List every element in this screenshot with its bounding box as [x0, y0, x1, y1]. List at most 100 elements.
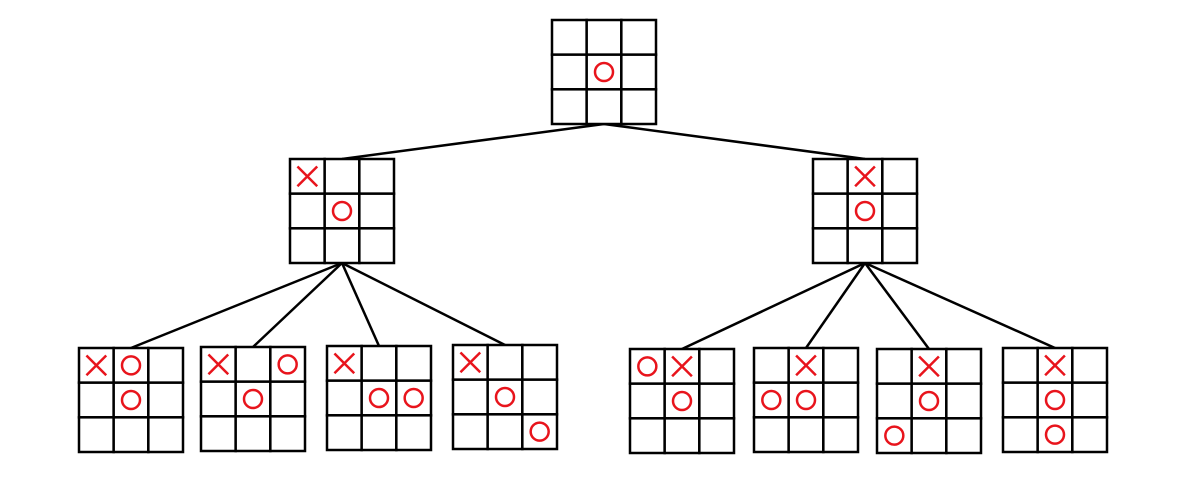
board-cell — [628, 382, 666, 420]
x-mark-icon — [854, 165, 876, 188]
board-cell — [822, 381, 860, 419]
edge-b-b4 — [864, 261, 1056, 350]
board-cell — [881, 192, 919, 230]
board-cell — [822, 346, 860, 384]
board-b1 — [628, 347, 736, 455]
board-cell — [585, 53, 623, 91]
board-cell — [752, 381, 790, 419]
board-cell — [451, 378, 489, 416]
board-cell — [395, 414, 433, 452]
o-mark-icon — [593, 61, 615, 83]
x-mark-icon — [918, 355, 940, 378]
board-cell — [1071, 416, 1109, 454]
o-mark-icon — [795, 389, 817, 411]
board-cell — [147, 416, 185, 454]
edge-a-a2 — [252, 262, 343, 348]
edge-a-a3 — [340, 262, 381, 347]
x-mark-icon — [795, 354, 817, 377]
board-cell — [521, 378, 559, 416]
board-cell — [486, 378, 524, 416]
board-cell — [752, 416, 790, 454]
o-mark-icon — [403, 387, 424, 409]
edge-a-a1 — [130, 261, 343, 350]
board-cell — [811, 227, 849, 265]
board-b4 — [1001, 346, 1109, 454]
board-cell — [620, 53, 658, 91]
board-b2 — [752, 346, 860, 454]
board-cell — [945, 417, 983, 455]
board-cell — [521, 413, 559, 451]
board-cell — [360, 379, 398, 417]
board-cell — [360, 414, 398, 452]
o-mark-icon — [637, 356, 658, 377]
board-cell — [698, 382, 736, 420]
board-cell — [358, 227, 396, 265]
board-cell — [325, 414, 363, 452]
o-mark-icon — [368, 387, 390, 409]
board-cell — [1036, 416, 1074, 454]
board-cell — [945, 347, 983, 385]
board-cell — [395, 379, 433, 417]
board-a — [288, 157, 396, 265]
edge-root-b — [603, 122, 866, 161]
board-cell — [881, 157, 919, 195]
board-cell — [112, 346, 150, 384]
x-mark-icon — [296, 165, 319, 188]
board-cell — [550, 88, 588, 126]
board-cell — [323, 227, 361, 265]
board-cell — [910, 382, 948, 420]
board-cell — [269, 380, 307, 418]
board-cell — [288, 192, 326, 230]
board-cell — [112, 381, 150, 419]
x-mark-icon — [671, 355, 693, 378]
board-cell — [1001, 381, 1039, 419]
board-cell — [846, 192, 884, 230]
board-cell — [1001, 416, 1039, 454]
board-cell — [323, 157, 361, 195]
o-mark-icon — [761, 389, 782, 411]
board-cell — [698, 347, 736, 385]
board-cell — [620, 88, 658, 126]
board-cell — [910, 417, 948, 455]
x-mark-icon — [333, 352, 356, 375]
board-cell — [846, 227, 884, 265]
edge-root-a — [341, 122, 605, 161]
board-cell — [358, 192, 396, 230]
board-cell — [787, 381, 825, 419]
o-mark-icon — [331, 200, 353, 222]
o-mark-icon — [120, 355, 142, 376]
board-cell — [325, 379, 363, 417]
tree-edges — [130, 122, 1056, 351]
x-mark-icon — [85, 354, 108, 377]
board-cell — [628, 417, 666, 455]
board-a1 — [77, 346, 185, 454]
board-cell — [663, 382, 701, 420]
board-cell — [234, 415, 272, 453]
board-cell — [585, 88, 623, 126]
board-a2 — [199, 345, 307, 453]
o-mark-icon — [529, 421, 550, 442]
x-mark-icon — [459, 351, 482, 374]
o-mark-icon — [242, 388, 264, 410]
board-b3 — [875, 347, 983, 455]
board-cell — [787, 416, 825, 454]
board-cell — [451, 343, 489, 381]
board-cell — [550, 53, 588, 91]
edge-b-b2 — [804, 262, 867, 349]
o-mark-icon — [854, 200, 876, 222]
board-cell — [822, 416, 860, 454]
board-cell — [451, 413, 489, 451]
board-cell — [663, 417, 701, 455]
board-cell — [875, 347, 913, 385]
board-cell — [288, 227, 326, 265]
x-mark-icon — [207, 353, 230, 376]
board-cell — [147, 381, 185, 419]
board-cell — [358, 157, 396, 195]
board-cell — [875, 382, 913, 420]
board-cell — [1071, 381, 1109, 419]
board-cell — [77, 381, 115, 419]
edge-b-b3 — [863, 262, 931, 350]
board-cell — [752, 346, 790, 384]
board-cell — [112, 416, 150, 454]
